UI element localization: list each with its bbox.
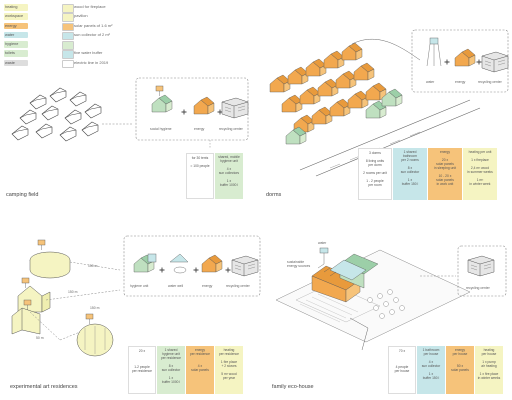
family-table-cell: heating per house 1 x pump air heating 1… bbox=[475, 346, 503, 394]
camping-table-cell: for 30 tents = 100 people bbox=[186, 153, 214, 199]
legend-note-swatch bbox=[62, 41, 74, 50]
distance-2: 150 m bbox=[68, 290, 78, 294]
legend: heating wood for fireplace workspace pavili… bbox=[4, 3, 114, 69]
exp-label-energy: energy bbox=[202, 284, 213, 288]
exp-label-hygiene: hygiene unit bbox=[130, 284, 149, 288]
dorms-table-cell: energy 20 x solar panels in sleeping uni… bbox=[428, 148, 462, 200]
eco-label-energy: sustainable energy sources bbox=[287, 260, 311, 268]
camping-title: camping field bbox=[6, 192, 39, 198]
experimental-residences bbox=[11, 239, 114, 357]
legend-note-swatch bbox=[62, 13, 74, 22]
legend-row: water sun collector of 2 m² bbox=[4, 31, 114, 41]
eco-label-water: water bbox=[318, 241, 327, 245]
dorms-table-cell: 1 shared bathroom per 2 rooms 8 x sun co… bbox=[393, 148, 427, 200]
legend-note: wood for fireplace bbox=[74, 4, 106, 9]
camping-label-energy: energy bbox=[194, 127, 205, 131]
legend-note: solar panels of 1.6 m² bbox=[74, 22, 113, 28]
legend-row: workspace pavilion bbox=[4, 12, 114, 22]
dorm-rows bbox=[269, 42, 403, 145]
camping-table-cell: shared, mobile hygiene unit 4 x sun coll… bbox=[215, 153, 243, 199]
legend-note: sun collector of 2 m² bbox=[74, 31, 111, 37]
legend-row: hygiene bbox=[4, 40, 114, 50]
camping-label-recycling: recycling center bbox=[219, 127, 243, 131]
eco-recycling-box bbox=[457, 245, 507, 297]
legend-swatch: heating bbox=[4, 4, 28, 11]
legend-row: toilets five water buffer bbox=[4, 49, 114, 59]
legend-note-swatch bbox=[62, 50, 74, 59]
camping-units-box bbox=[135, 77, 249, 141]
experimental-title: experimental art residences bbox=[10, 384, 78, 390]
experimental-table-cell: 20 x 1-2 people per residence bbox=[128, 346, 156, 394]
eco-label-recycling: recycling center bbox=[466, 286, 490, 290]
dorms-label-water: water bbox=[426, 80, 435, 84]
legend-swatch: hygiene bbox=[4, 41, 28, 48]
dorms-label-recycling: recycling center bbox=[478, 80, 502, 84]
distance-4: 150 m bbox=[90, 306, 100, 310]
family-table-cell: 1 bathroom per house 4 x sun collector 1… bbox=[417, 346, 445, 394]
distance-3: 50 m bbox=[36, 336, 44, 340]
experimental-units-box bbox=[123, 235, 261, 297]
dorm-supply-line bbox=[351, 39, 421, 61]
dorms-label-energy: energy bbox=[455, 80, 466, 84]
exp-label-well: water well bbox=[168, 284, 184, 288]
dorm-road bbox=[299, 99, 481, 177]
experimental-units bbox=[133, 253, 259, 277]
legend-note-swatch bbox=[62, 4, 74, 13]
legend-note: electric line in 2019 bbox=[74, 59, 109, 65]
legend-swatch: waste bbox=[4, 59, 28, 67]
experimental-distance-lines bbox=[29, 261, 121, 341]
legend-note-swatch bbox=[62, 59, 74, 69]
legend-row: heating wood for fireplace bbox=[4, 3, 114, 13]
legend-row: energy solar panels of 1.6 m² bbox=[4, 22, 114, 32]
legend-note: pavilion bbox=[74, 13, 88, 19]
family-table-cell: 70 x 4 people per house bbox=[388, 346, 416, 394]
family-table-cell: energy per house 50 x solar panels bbox=[446, 346, 474, 394]
family-title: family eco-house bbox=[272, 384, 314, 390]
legend-row: waste electric line in 2019 bbox=[4, 59, 114, 69]
eco-recycling-icon bbox=[467, 255, 495, 277]
experimental-table-cell: energy per residence 4 x solar panels bbox=[186, 346, 214, 394]
dorms-table-cell: 3 dorms 8 living units per dorm 2 rooms … bbox=[358, 148, 392, 200]
legend-swatch: energy bbox=[4, 22, 28, 30]
legend-swatch: workspace bbox=[4, 13, 28, 20]
legend-note-swatch bbox=[62, 22, 74, 32]
dorms-title: dorms bbox=[266, 192, 282, 198]
dorms-table-cell: heating per unit 1 x fireplace 2,4 m³ wo… bbox=[463, 148, 497, 200]
experimental-table-cell: 1 shared hygiene unit per residence 8 x … bbox=[157, 346, 185, 394]
camping-units bbox=[151, 85, 249, 119]
camping-tents bbox=[11, 87, 102, 142]
legend-note: five water buffer bbox=[74, 50, 103, 56]
camping-label-hygiene: social hygiene bbox=[150, 127, 172, 131]
legend-note-swatch bbox=[62, 31, 74, 41]
legend-swatch: water bbox=[4, 31, 28, 39]
dorm-units bbox=[426, 37, 509, 73]
eco-house-site bbox=[275, 247, 471, 351]
exp-label-recycling: recycling center bbox=[226, 284, 250, 288]
experimental-table-cell: heating per residence 1 fire place + 2 s… bbox=[215, 346, 243, 394]
legend-swatch: toilets bbox=[4, 50, 28, 57]
distance-1: 150 m bbox=[88, 264, 98, 268]
